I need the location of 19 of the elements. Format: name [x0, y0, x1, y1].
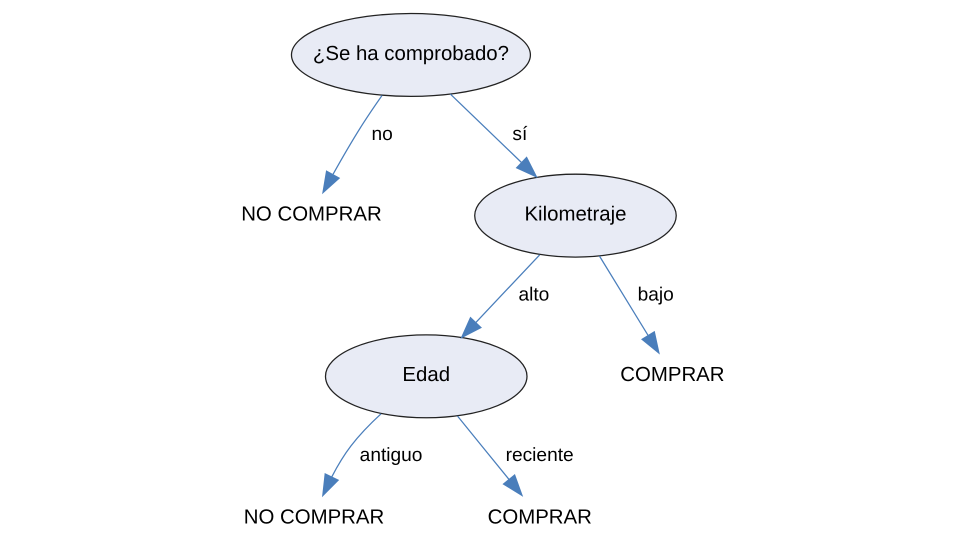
- arrow: [322, 413, 382, 498]
- arrow: [598, 256, 660, 355]
- edge-label: alto: [518, 284, 550, 306]
- edge-label: antiguo: [360, 445, 422, 466]
- arrow: [322, 95, 383, 194]
- arrow: [457, 416, 524, 497]
- edge-label: reciente: [506, 445, 574, 466]
- node-ellipse: Edad: [324, 334, 528, 418]
- edge-label: bajo: [638, 284, 674, 306]
- node-text: COMPRAR: [488, 506, 592, 528]
- node-ellipse: ¿Se ha comprobado?: [290, 12, 532, 98]
- arrow: [450, 94, 538, 178]
- edge-label: no: [371, 124, 393, 145]
- edge-label: sí: [512, 124, 528, 145]
- node-text: COMPRAR: [620, 364, 725, 386]
- arrow: [460, 254, 540, 339]
- node-text: NO COMPRAR: [241, 203, 382, 226]
- node-ellipse: Kilometraje: [474, 174, 677, 258]
- node-text: NO COMPRAR: [244, 506, 384, 528]
